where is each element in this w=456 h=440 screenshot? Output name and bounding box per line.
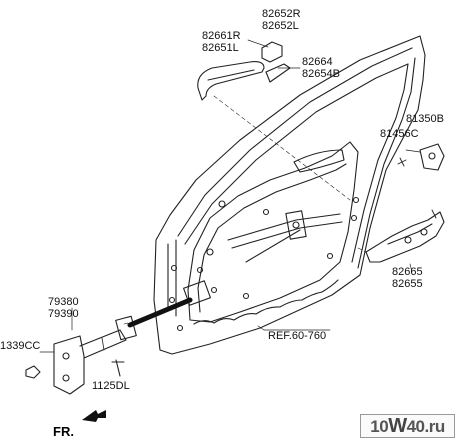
label-82652L: 82652L <box>262 20 299 32</box>
label-1339CC: 1339CC <box>0 340 41 352</box>
direction-arrow <box>82 410 106 422</box>
label-81456C: 81456C <box>380 128 419 140</box>
outside-handle <box>197 61 265 101</box>
door-frame-inner <box>177 47 413 237</box>
label-82661R: 82661R <box>202 30 241 42</box>
striker <box>419 143 445 171</box>
label-81350B: 81350B <box>406 113 444 125</box>
handle-pad <box>265 63 291 83</box>
label-82655: 82655 <box>392 278 423 290</box>
bolt-1125 <box>111 359 125 377</box>
label-82664: 82664 <box>302 56 333 68</box>
label-82651L: 82651L <box>202 42 239 54</box>
label-79380: 79380 <box>48 296 79 308</box>
watermark-logo: 10W40.ru <box>360 414 455 438</box>
handle-cover <box>261 41 283 63</box>
bolt-1339 <box>25 365 41 379</box>
label-79390: 79390 <box>48 308 79 320</box>
door-latch <box>365 211 445 263</box>
label-82665: 82665 <box>392 266 423 278</box>
reference-label: REF.60-760 <box>268 330 327 342</box>
window-regulator <box>227 213 341 241</box>
label-82654B: 82654B <box>302 68 340 80</box>
label-1125DL: 1125DL <box>92 380 130 392</box>
inner-panel <box>187 141 359 323</box>
door-frame-outline <box>153 35 426 355</box>
direction-label: FR. <box>53 424 74 439</box>
door-checker <box>53 335 85 395</box>
label-82652R: 82652R <box>262 8 301 20</box>
